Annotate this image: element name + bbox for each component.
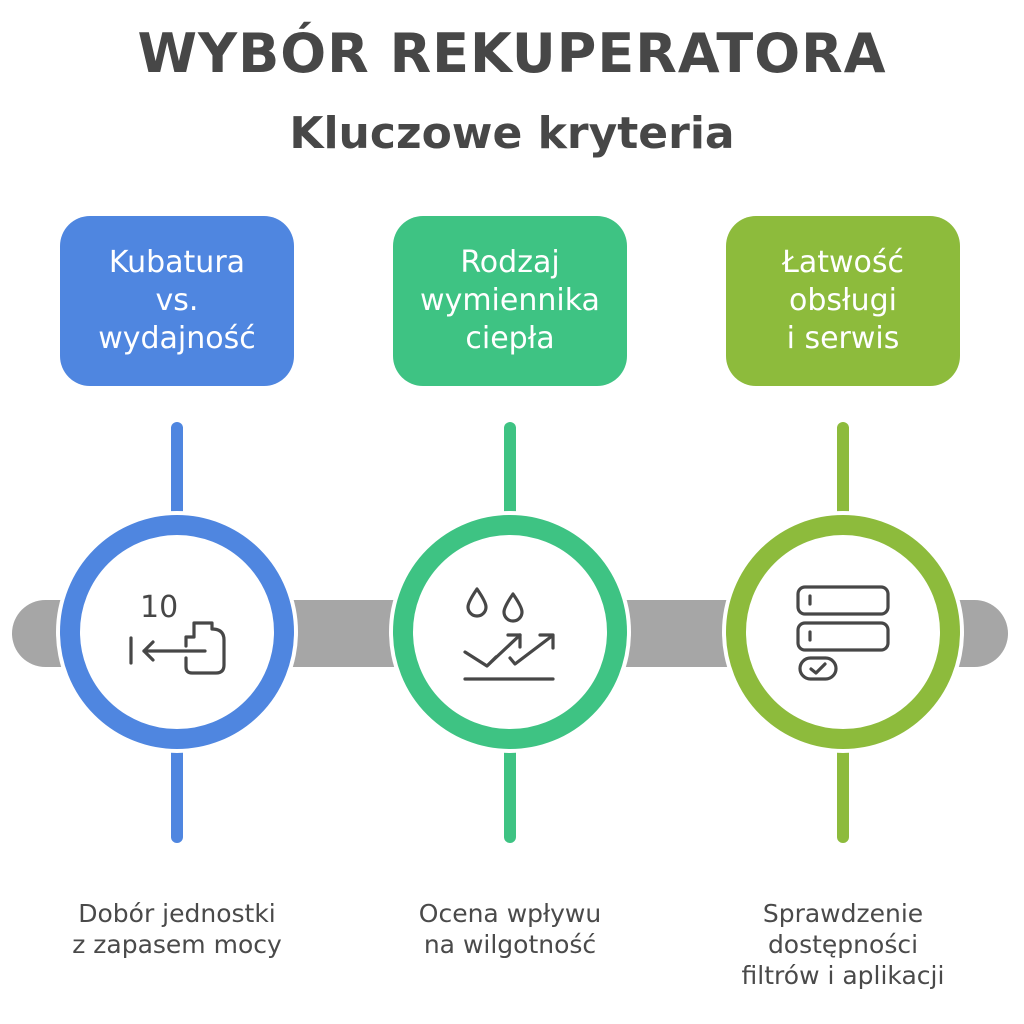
criterion-card-service: Łatwość obsługi i serwis — [726, 216, 960, 386]
node-circle-capacity — [56, 511, 298, 753]
page-subtitle: Kluczowe kryteria — [289, 108, 735, 159]
node-circle-exchanger — [389, 511, 631, 753]
criterion-description-service: Sprawdzenie dostępności filtrów i aplika… — [741, 899, 945, 990]
criterion-card-capacity: Kubatura vs. wydajność — [60, 216, 294, 386]
volume-capacity-icon: 10 — [129, 590, 226, 675]
node-circle-service — [722, 511, 964, 753]
checklist-form-icon — [796, 585, 890, 681]
volume-number: 10 — [140, 590, 178, 625]
criterion-description-exchanger: Ocena wpływu na wilgotność — [418, 899, 602, 959]
criterion-description-capacity: Dobór jednostki z zapasem mocy — [72, 899, 282, 959]
humidity-trend-icon — [463, 587, 555, 681]
page-title: WYBÓR REKUPERATORA — [137, 22, 887, 85]
criterion-card-exchanger: Rodzaj wymiennika ciepła — [393, 216, 627, 386]
